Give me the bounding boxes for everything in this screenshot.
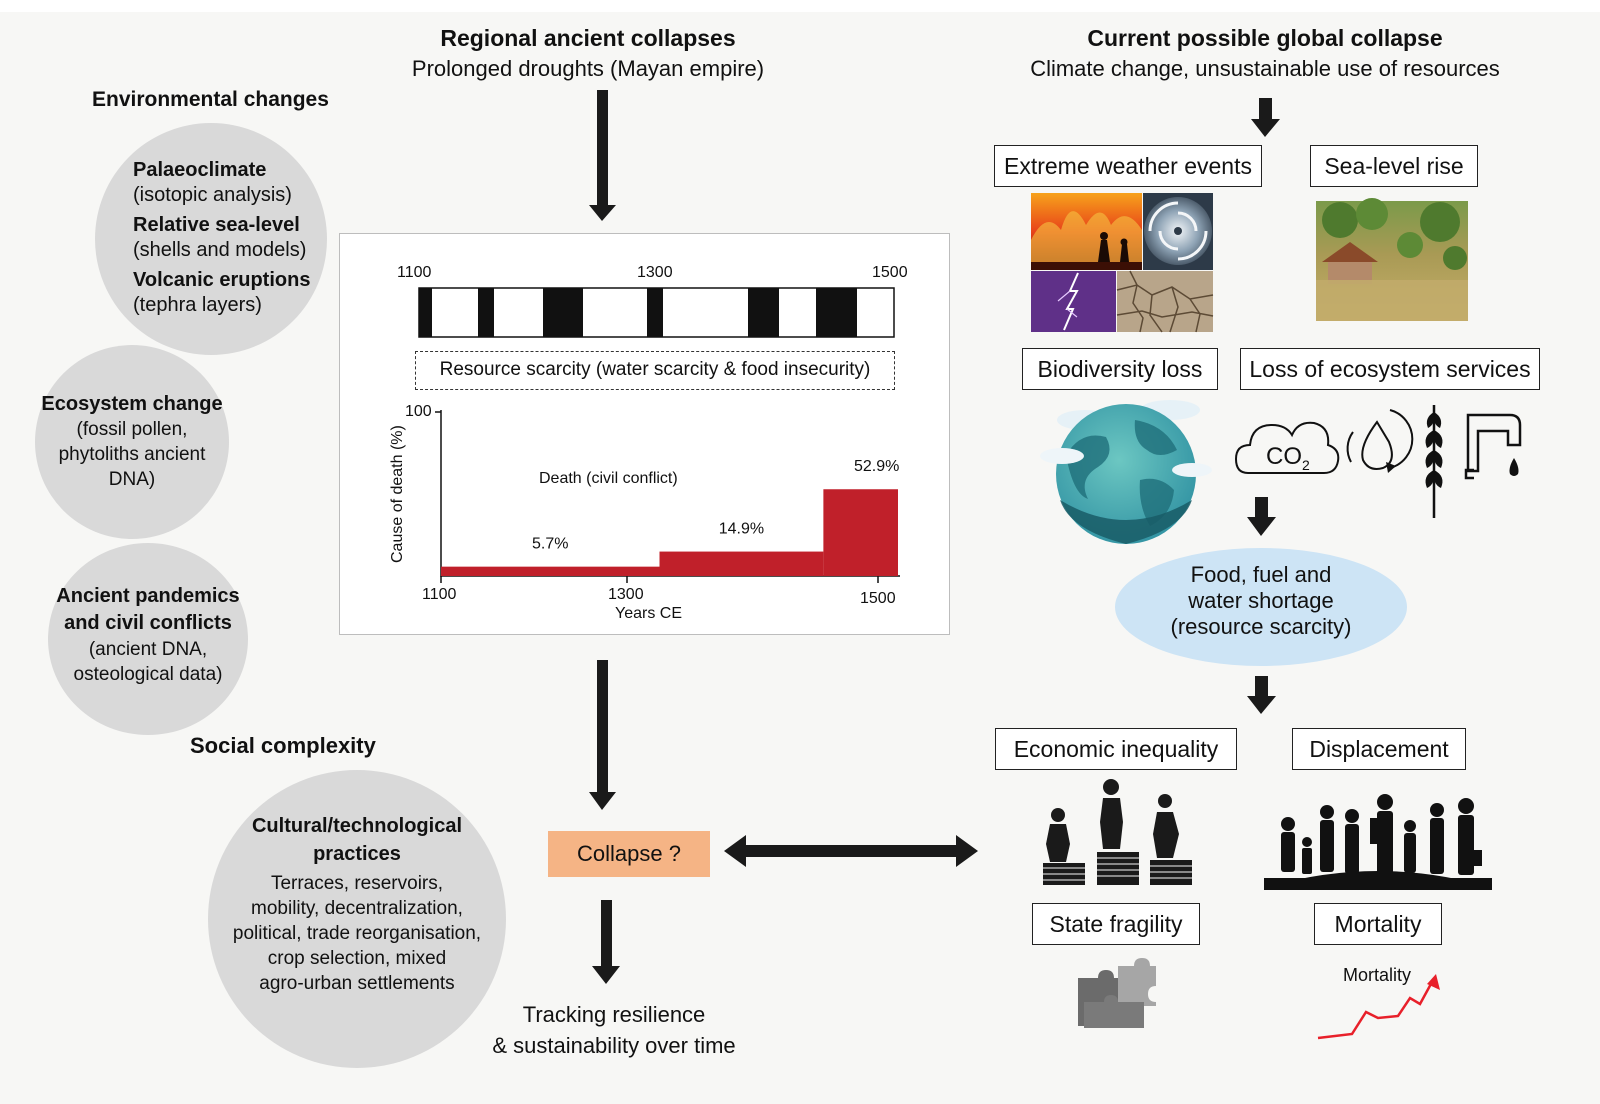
pandemics-circle-text: Ancient pandemics and civil conflicts (a… [48, 583, 248, 687]
chart-x-tick-1300: 1300 [608, 586, 644, 603]
arrow-down-to-collapse [589, 660, 616, 810]
pandemics-line-2: osteological data) [73, 664, 223, 685]
global-collapse-subtitle: Climate change, unsustainable use of res… [1030, 56, 1500, 81]
biodiversity-globe-image [1040, 400, 1212, 544]
cultural-title-1: Cultural/technological [251, 815, 463, 837]
palaeoclimate-label: Palaeoclimate [133, 159, 267, 181]
displacement-silhouettes-image [1264, 794, 1492, 890]
box-economic-inequality: Economic inequality [995, 728, 1237, 770]
bar-label-1300-1450: 14.9% [719, 521, 764, 538]
chart-series-label: Death (civil conflict) [539, 470, 678, 487]
ecosystem-change-label: Ecosystem change [41, 393, 223, 415]
global-collapse-title: Current possible global collapse [1087, 25, 1443, 51]
arrow-down-to-shortage [1247, 497, 1276, 536]
flood-image [1316, 198, 1468, 321]
lightning-image [1031, 271, 1116, 332]
cultural-circle [208, 770, 506, 1068]
cultural-line-2: mobility, decentralization, [251, 898, 463, 919]
bar-1450-1500 [823, 489, 898, 576]
ecosystem-line-2: phytoliths ancient [58, 444, 206, 465]
environment-circle-text: Palaeoclimate (isotopic analysis) Relati… [133, 158, 310, 318]
pandemics-line-1: (ancient DNA, [88, 639, 208, 660]
pandemics-circle [48, 543, 248, 735]
ecosystem-line-3: DNA) [108, 469, 156, 490]
box-biodiversity-loss: Biodiversity loss [1022, 348, 1218, 390]
arrow-down-to-tracking [592, 900, 620, 984]
mortality-trend-icon [1317, 974, 1440, 1040]
resource-scarcity-label: Resource scarcity (water scarcity & food… [439, 359, 871, 380]
bar-label-1100-1300: 5.7% [532, 536, 568, 553]
shortage-line-1: Food, fuel and [1190, 562, 1332, 587]
economic-inequality-image [1043, 779, 1192, 885]
arrow-down-to-impacts [1247, 676, 1276, 714]
box-state-fragility: State fragility [1032, 903, 1200, 945]
shortage-line-2: water shortage [1188, 588, 1334, 613]
shortage-line-3: (resource scarcity) [1170, 614, 1352, 639]
ecosystem-circle [35, 345, 229, 539]
timeline-tick-1500: 1500 [872, 264, 908, 281]
box-loss-ecosystem-services: Loss of ecosystem services [1240, 348, 1540, 390]
box-mortality: Mortality [1314, 903, 1442, 945]
co2-label: CO2 [1266, 443, 1310, 473]
palaeoclimate-method: (isotopic analysis) [133, 184, 292, 206]
collapse-box: Collapse ? [548, 831, 710, 877]
volcanic-method: (tephra layers) [133, 294, 262, 316]
water-cycle-icon [1346, 409, 1414, 473]
chart-x-tick-1500: 1500 [860, 590, 896, 607]
volcanic-label: Volcanic eruptions [133, 269, 311, 291]
arrow-down-global [1251, 98, 1280, 137]
environmental-changes-heading: Environmental changes [92, 88, 329, 111]
arrow-down-regional [589, 90, 616, 221]
box-extreme-weather: Extreme weather events [994, 145, 1262, 187]
sea-level-label: Relative sea-level [133, 214, 300, 236]
sea-level-method: (shells and models) [133, 239, 307, 261]
wheat-icon [1425, 405, 1443, 518]
tracking-line-2: & sustainability over time [492, 1033, 736, 1058]
timeline-tick-1300: 1300 [637, 264, 673, 281]
hurricane-image [1143, 193, 1213, 270]
resource-scarcity-box [415, 351, 895, 390]
bar-1100-1300 [441, 566, 660, 576]
tracking-line-1: Tracking resilience [522, 1002, 706, 1027]
drought-cracked-earth-image [1116, 270, 1214, 333]
faucet-icon [1464, 413, 1522, 480]
wildfire-image [1031, 193, 1142, 270]
cultural-title-2: practices [313, 843, 401, 865]
civil-conflict-value-labels: 5.7% 14.9% 52.9% [532, 458, 899, 552]
drought-timeline [418, 287, 895, 338]
social-complexity-heading: Social complexity [190, 733, 376, 758]
cultural-circle-text: Cultural/technological practices Terrace… [208, 812, 506, 996]
co2-cloud-icon [1234, 421, 1340, 474]
cultural-line-3: political, trade reorganisation, [232, 923, 482, 944]
chart-x-tick-1100: 1100 [422, 586, 457, 603]
bar-1300-1450 [659, 551, 824, 576]
regional-collapses-subtitle: Prolonged droughts (Mayan empire) [411, 56, 765, 81]
ecosystem-line-1: (fossil pollen, [76, 419, 188, 440]
double-arrow-collapse-global [724, 835, 978, 867]
timeline-tick-1100: 1100 [397, 264, 432, 281]
resource-shortage-ellipse [1115, 548, 1407, 666]
mortality-chart-label: Mortality [1343, 965, 1412, 985]
pandemics-title-2: and civil conflicts [64, 612, 232, 634]
regional-collapses-title: Regional ancient collapses [440, 25, 736, 51]
box-displacement: Displacement [1292, 728, 1466, 770]
pandemics-title-1: Ancient pandemics [56, 585, 240, 607]
resource-shortage-text: Food, fuel and water shortage (resource … [1115, 562, 1407, 640]
chart-y-tick-100: 100 [405, 403, 432, 420]
bar-label-1450-1500: 52.9% [854, 458, 899, 475]
ecosystem-circle-text: Ecosystem change (fossil pollen, phytoli… [32, 392, 232, 492]
environment-circle [95, 123, 327, 355]
box-sea-level-rise: Sea-level rise [1310, 145, 1478, 187]
cultural-line-5: agro-urban settlements [259, 973, 455, 994]
co2-subscript: 2 [1302, 456, 1310, 473]
co2-text: CO [1266, 443, 1302, 470]
civil-conflict-bars [441, 489, 898, 576]
cultural-line-4: crop selection, mixed [267, 948, 447, 969]
puzzle-pieces-icon [1078, 958, 1156, 1028]
cultural-line-1: Terraces, reservoirs, [270, 873, 444, 894]
chart-x-axis-label: Years CE [615, 605, 682, 622]
